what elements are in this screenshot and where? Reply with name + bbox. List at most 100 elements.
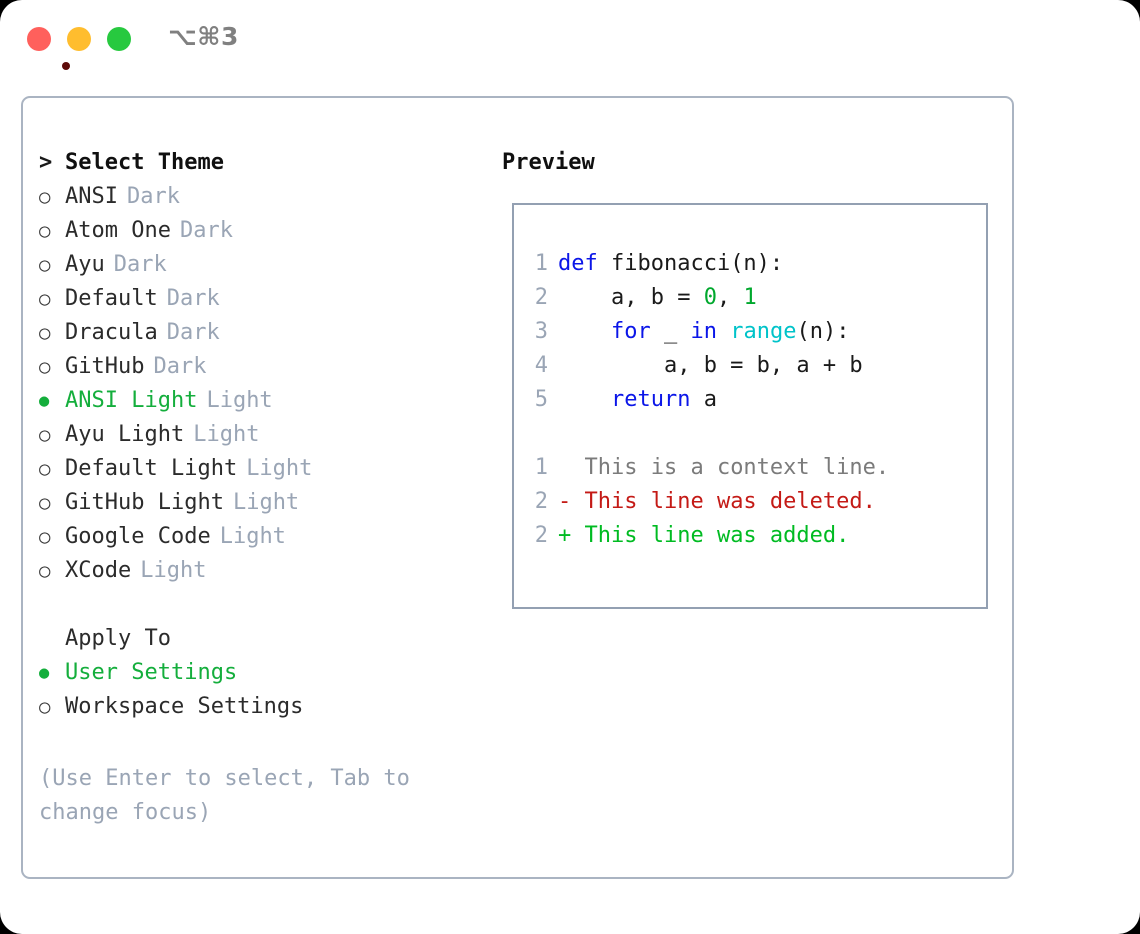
code-diff-separator: [532, 417, 889, 451]
minimize-window-button[interactable]: [67, 27, 91, 51]
code-token-kw: def: [558, 251, 611, 276]
theme-variant-label: Dark: [126, 184, 180, 209]
line-number: 1: [534, 251, 548, 276]
radio-unselected-icon[interactable]: ○: [39, 186, 51, 208]
theme-list-item[interactable]: ○ Google Code Light: [39, 520, 479, 554]
radio-selected-icon[interactable]: ●: [39, 663, 50, 683]
code-line-text: for _ in range(n):: [558, 315, 849, 349]
theme-picker-heading-label: Select Theme: [65, 150, 224, 175]
radio-unselected-icon[interactable]: ○: [39, 526, 51, 548]
recording-dot-icon: [62, 62, 70, 70]
theme-variant-label: Light: [193, 422, 260, 447]
theme-name-label: ANSI: [65, 184, 118, 209]
line-number: 3: [534, 319, 548, 344]
code-token-plain: a, b = b, a + b: [558, 353, 863, 378]
theme-variant-label: Light: [246, 456, 313, 481]
radio-unselected-icon[interactable]: ○: [39, 220, 51, 242]
radio-unselected-icon[interactable]: ○: [39, 322, 51, 344]
theme-list-item[interactable]: ○ ANSI Dark: [39, 180, 479, 214]
radio-selected-icon[interactable]: ●: [39, 391, 50, 411]
theme-name-label: Google Code: [65, 524, 211, 549]
theme-list-item[interactable]: ○ GitHub Light Light: [39, 486, 479, 520]
line-number: 5: [534, 387, 548, 412]
theme-list-item[interactable]: ○ Ayu Dark: [39, 248, 479, 282]
theme-name-label: Atom One: [65, 218, 171, 243]
theme-variant-label: Light: [140, 558, 207, 583]
theme-name-label: Default: [65, 286, 158, 311]
theme-name-label: GitHub Light: [65, 490, 224, 515]
theme-name-label: ANSI Light: [65, 388, 198, 413]
apply-to-option-label: User Settings: [65, 660, 238, 685]
diff-sign: -: [558, 489, 572, 514]
code-line: 4 a, b = b, a + b: [532, 349, 889, 383]
radio-unselected-icon[interactable]: ○: [39, 288, 51, 310]
code-token-num: 1: [743, 285, 757, 310]
code-token-plain: [717, 319, 730, 344]
code-line-text: a, b = 0, 1: [558, 281, 757, 315]
code-token-num: 0: [703, 285, 717, 310]
close-window-button[interactable]: [27, 27, 70, 70]
code-token-kw: in: [690, 319, 717, 344]
theme-picker-heading: > Select Theme: [39, 146, 479, 180]
line-number: 1: [534, 455, 548, 480]
theme-name-label: XCode: [65, 558, 132, 583]
code-line: 1 def fibonacci(n):: [532, 247, 889, 281]
radio-unselected-icon[interactable]: ○: [39, 492, 51, 514]
code-token-plain: [558, 319, 611, 344]
radio-unselected-icon[interactable]: ○: [39, 696, 51, 718]
theme-list-item[interactable]: ○ Default Dark: [39, 282, 479, 316]
code-line: 5 return a: [532, 383, 889, 417]
line-number: 2: [534, 489, 548, 514]
theme-name-label: Ayu Light: [65, 422, 185, 447]
line-number: 2: [534, 523, 548, 548]
theme-list-item[interactable]: ○ Ayu Light Light: [39, 418, 479, 452]
theme-variant-label: Light: [232, 490, 300, 515]
code-line-text: def fibonacci(n):: [558, 247, 783, 281]
theme-variant-label: Light: [219, 524, 286, 549]
theme-variant-label: Dark: [113, 252, 167, 277]
apply-to-option[interactable]: ○ Workspace Settings: [39, 690, 479, 724]
theme-list-item[interactable]: ○ XCode Light: [39, 554, 479, 588]
radio-unselected-icon[interactable]: ○: [39, 560, 51, 582]
code-token-plain: a, b =: [558, 285, 704, 310]
code-preview-content: 1 def fibonacci(n): 2 a, b = 0, 1 3 for _ i…: [532, 247, 889, 553]
diff-line: 1 This is a context line.: [532, 451, 889, 485]
code-token-plain: [558, 387, 611, 412]
keyboard-hint: (Use Enter to select, Tab to change focu…: [39, 766, 424, 825]
line-number: 4: [534, 353, 548, 378]
apply-to-heading: Apply To: [39, 622, 479, 656]
radio-unselected-icon[interactable]: ○: [39, 424, 51, 446]
theme-list-item[interactable]: ● ANSI Light Light: [39, 384, 479, 418]
code-preview-box: 1 def fibonacci(n): 2 a, b = 0, 1 3 for _ i…: [512, 203, 988, 609]
diff-line-text: This line was deleted.: [571, 489, 876, 514]
apply-to-heading-label: Apply To: [65, 626, 171, 651]
theme-variant-label: Dark: [166, 286, 220, 311]
radio-unselected-icon[interactable]: ○: [39, 356, 51, 378]
apply-to-list: ● User Settings ○ Workspace Settings: [39, 656, 479, 724]
chevron-right-icon: >: [39, 150, 53, 175]
preview-heading-label: Preview: [502, 150, 595, 175]
diff-line-text: This is a context line.: [571, 455, 890, 480]
code-token-plain: a: [690, 387, 717, 412]
apply-to-option-label: Workspace Settings: [65, 694, 304, 719]
theme-list-item[interactable]: ○ Default Light Light: [39, 452, 479, 486]
diff-line: 2- This line was deleted.: [532, 485, 889, 519]
radio-unselected-icon[interactable]: ○: [39, 458, 51, 480]
diff-sign: [558, 451, 571, 485]
title-bar: ⌥⌘3: [0, 0, 1140, 78]
theme-name-label: Dracula: [65, 320, 158, 345]
theme-name-label: Default Light: [65, 456, 238, 481]
theme-variant-label: Light: [206, 388, 273, 413]
code-token-plain: (n):: [796, 319, 850, 344]
code-line-text: a, b = b, a + b: [558, 349, 863, 383]
code-line-text: return a: [558, 383, 717, 417]
maximize-window-button[interactable]: [107, 27, 131, 51]
radio-unselected-icon[interactable]: ○: [39, 254, 51, 276]
theme-name-label: Ayu: [65, 252, 105, 277]
apply-to-option[interactable]: ● User Settings: [39, 656, 479, 690]
